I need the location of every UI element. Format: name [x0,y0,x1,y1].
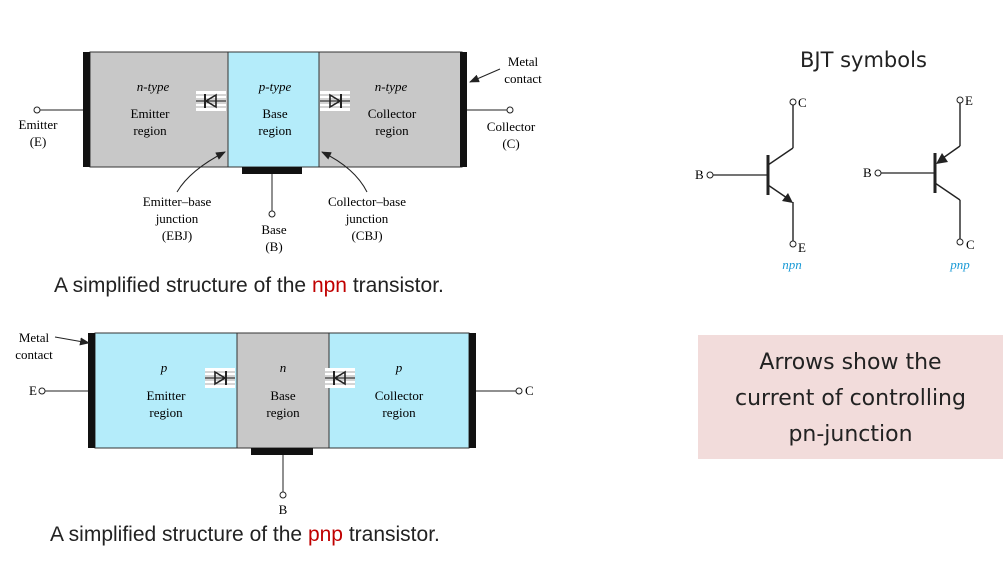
pnp-emitter-terminal-label: E [29,383,37,398]
npn-emitter-terminal-label: Emitter [19,117,59,132]
pnp-symbol-b-terminal [874,169,882,177]
npn-metal-contact-label-2: contact [504,71,542,86]
npn-emitter-arrow-icon [782,193,793,203]
npn-symbol-e-terminal [789,240,797,248]
npn-base-terminal-label: Base [261,222,287,237]
npn-base-terminal [268,210,276,218]
pnp-structure: p Emitter region n Base region p Collect… [15,330,533,517]
npn-symbol-c-terminal [789,98,797,106]
npn-base-terminal-symbol: (B) [265,239,282,254]
pnp-emitter-metal-contact [88,333,95,448]
npn-ebj-label-3: (EBJ) [162,228,192,243]
pnp-symbol-b-label: B [863,165,872,180]
npn-base-type-label: p-type [258,79,292,94]
npn-collector-type-label: n-type [375,79,408,94]
npn-emitter-metal-contact [83,52,90,167]
pnp-collector-region [328,332,470,449]
npn-structure: n-type Emitter region p-type Base region… [19,51,542,254]
npn-metal-contact-arrow [469,68,501,83]
npn-base-region-label-2: region [258,123,292,138]
pnp-symbol-c-terminal [956,238,964,246]
npn-emitter-terminal-symbol: (E) [30,134,47,149]
npn-cbj-label-2: junction [345,211,389,226]
npn-symbol-b-terminal [706,171,714,179]
npn-ebj-label-2: junction [155,211,199,226]
pnp-base-terminal [279,491,287,499]
pnp-caption-highlight: pnp [307,523,343,546]
pnp-caption: A simplified structure of the pnp transi… [50,523,440,547]
npn-caption-pre: A simplified structure of the [54,274,312,297]
npn-collector-region-label-2: region [375,123,409,138]
npn-base-region [227,51,320,168]
pnp-collector-type-label: p [395,360,403,375]
note-line-2: current of controlling [735,386,966,411]
npn-collector-terminal [506,106,514,114]
pnp-ebj-diode-icon [204,367,236,389]
npn-collector-terminal-symbol: (C) [502,136,519,151]
npn-emitter-region-label-2: region [133,123,167,138]
npn-emitter-region-label-1: Emitter [131,106,171,121]
npn-collector-metal-contact [460,52,467,167]
pnp-caption-post: transistor. [343,523,440,546]
npn-symbol-e-label: E [798,240,806,255]
pnp-collector-region-label-1: Collector [375,388,424,403]
pnp-collector-terminal [515,387,523,395]
npn-base-region-label-1: Base [262,106,288,121]
npn-emitter-terminal [33,106,41,114]
pnp-symbol-e-label: E [965,93,973,108]
npn-ebj-diode-icon [195,90,227,112]
npn-collector-terminal-label: Collector [487,119,536,134]
pnp-base-metal-contact [251,448,313,455]
pnp-base-region [236,332,330,449]
pnp-metal-contact-label-1: Metal [19,330,50,345]
pnp-collector-region-label-2: region [382,405,416,420]
npn-collector-region-label-1: Collector [368,106,417,121]
pnp-symbol: B E C pnp [863,93,975,272]
npn-emitter-type-label: n-type [137,79,170,94]
note-line-3: pn-junction [788,422,913,447]
npn-symbol-b-label: B [695,167,704,182]
npn-symbol-label: npn [782,257,802,272]
npn-metal-contact-label-1: Metal [508,54,539,69]
npn-caption-highlight: npn [311,274,347,297]
npn-cbj-arrow [321,151,368,193]
pnp-base-region-label-2: region [266,405,300,420]
pnp-collector-terminal-label: C [525,383,534,398]
npn-cbj-label-3: (CBJ) [351,228,382,243]
npn-ebj-arrow [176,151,226,193]
pnp-symbol-e-terminal [956,96,964,104]
pnp-emitter-region-label-1: Emitter [147,388,187,403]
note-line-1: Arrows show the [759,350,942,375]
pnp-cbj-diode-icon [324,367,356,389]
pnp-caption-pre: A simplified structure of the [50,523,308,546]
npn-ebj-label-1: Emitter–base [143,194,212,209]
note-text: Arrows show the current of controlling p… [698,345,1003,453]
pnp-base-region-label-1: Base [270,388,296,403]
npn-caption-post: transistor. [347,274,444,297]
pnp-base-type-label: n [280,360,287,375]
pnp-emitter-terminal [38,387,46,395]
bjt-symbols-title: BJT symbols [800,48,927,72]
npn-caption: A simplified structure of the npn transi… [54,274,444,298]
npn-symbol: B C E npn [695,95,807,272]
npn-cbj-diode-icon [319,90,351,112]
pnp-emitter-region [94,332,238,449]
note-box: Arrows show the current of controlling p… [698,335,1003,459]
npn-cbj-label-1: Collector–base [328,194,406,209]
pnp-metal-contact-arrow [54,336,90,346]
pnp-collector-metal-contact [469,333,476,448]
pnp-emitter-region-label-2: region [149,405,183,420]
pnp-emitter-type-label: p [160,360,168,375]
npn-base-metal-contact [242,167,302,174]
pnp-symbol-label: pnp [949,257,970,272]
pnp-emitter-arrow-icon [936,153,948,164]
pnp-symbol-c-label: C [966,237,975,252]
pnp-base-terminal-label: B [279,502,288,517]
pnp-metal-contact-label-2: contact [15,347,53,362]
npn-symbol-c-label: C [798,95,807,110]
